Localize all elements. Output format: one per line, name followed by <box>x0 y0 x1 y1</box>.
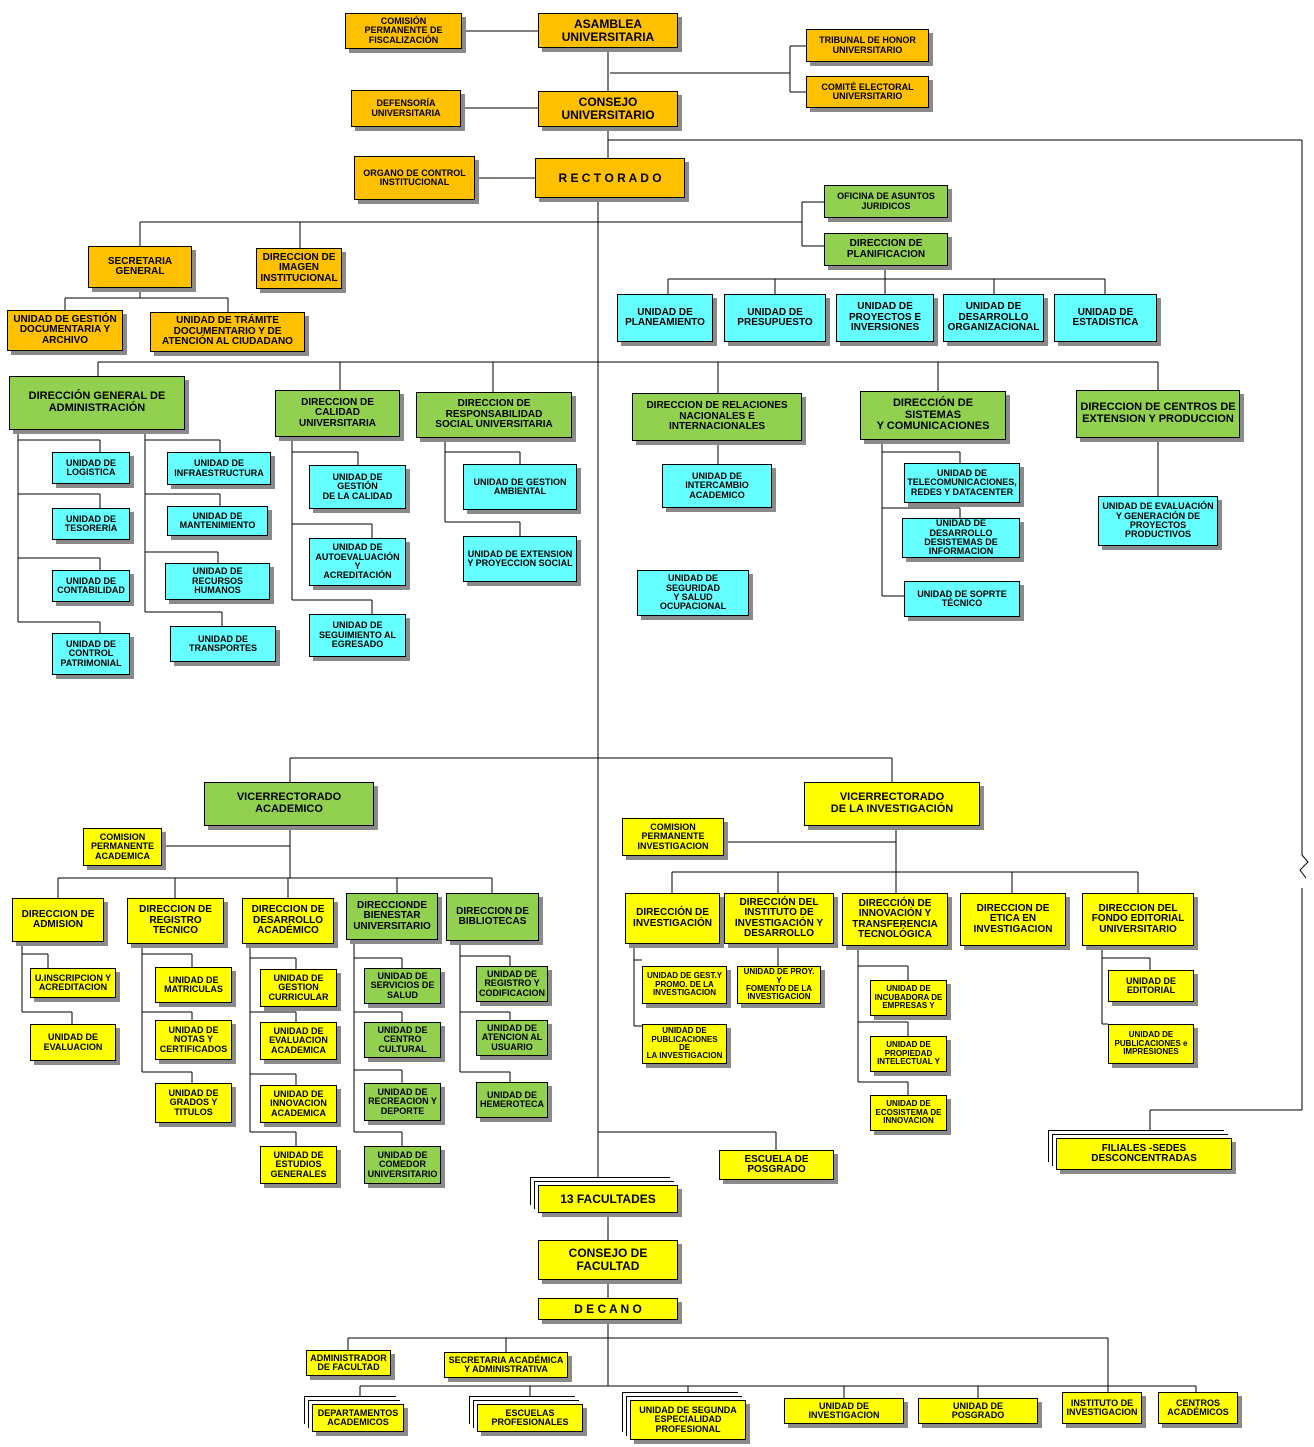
direccion-admision-box: DIRECCION DE ADMISION <box>12 898 104 942</box>
instituto-investigacion-facultad-box: INSTITUTO DE INVESTIGACION <box>1062 1392 1142 1424</box>
gestion-documentaria-box: UNIDAD DE GESTIÓN DOCUMENTARIA Y ARCHIVO <box>7 310 123 351</box>
recreacion-deporte-box: UNIDAD DE RECREACION Y DEPORTE <box>364 1083 441 1121</box>
imagen-institucional-box: DIRECCION DE IMAGEN INSTITUCIONAL <box>256 248 342 289</box>
bibliotecas-box: DIRECCION DE BIBLIOTECAS <box>446 893 539 941</box>
registro-codificacion-box: UNIDAD DE REGISTRO Y CODIFICACION <box>476 966 548 1002</box>
proyectos-fomento-box: UNIDAD DE PROY. Y FOMENTO DE LA INVESTIG… <box>737 966 821 1004</box>
direccion-general-administracion-box: DIRECCIÓN GENERAL DE ADMINISTRACIÓN <box>9 376 185 430</box>
contabilidad-box: UNIDAD DE CONTABILIDAD <box>52 570 130 602</box>
asamblea-universitaria-box: ASAMBLEA UNIVERSITARIA <box>538 13 678 48</box>
desarrollo-sistemas-box: UNIDAD DE DESARROLLO DESISTEMAS DE INFOR… <box>902 518 1020 558</box>
secretaria-academica-box: SECRETARIA ACADÉMICA Y ADMINISTRATIVA <box>444 1352 568 1378</box>
inscripcion-acreditacion-box: U.INSCRIPCION Y ACREDITACION <box>30 968 116 998</box>
comision-investigacion-box: COMISION PERMANENTE INVESTIGACION <box>622 818 724 856</box>
etica-investigacion-box: DIRECCION DE ETICA EN INVESTIGACION <box>960 893 1066 946</box>
centro-cultural-box: UNIDAD DE CENTRO CULTURAL <box>364 1022 441 1058</box>
publicaciones-impresiones-box: UNIDAD DE PUBLICACIONES e IMPRESIONES <box>1108 1024 1194 1064</box>
direccion-investigacion-box: DIRECCIÓN DE INVESTIGACIÓN <box>625 893 720 944</box>
infraestructura-box: UNIDAD DE INFRAESTRUCTURA <box>167 452 271 485</box>
desarrollo-organizacional-box: UNIDAD DE DESARROLLO ORGANIZACIONAL <box>943 294 1044 342</box>
organo-control-box: ORGANO DE CONTROL INSTITUCIONAL <box>354 156 475 200</box>
ecosistema-innovacion-box: UNIDAD DE ECOSISTEMA DE INNOVACION <box>870 1095 947 1131</box>
segunda-especialidad-box: UNIDAD DE SEGUNDA ESPECIALIDAD PROFESION… <box>630 1400 746 1440</box>
atencion-usuario-box: UNIDAD DE ATENCION AL USUARIO <box>476 1020 548 1056</box>
registro-tecnico-box: DIRECCION DE REGISTRO TECNICO <box>127 898 224 944</box>
comision-academica-box: COMISION PERMANENTE ACADEMICA <box>83 828 162 866</box>
sistemas-comunicaciones-box: DIRECCIÓN DE SISTEMAS Y COMUNICACIONES <box>860 391 1006 440</box>
control-patrimonial-box: UNIDAD DE CONTROL PATRIMONIAL <box>52 633 130 675</box>
soporte-tecnico-box: UNIDAD DE SOPRTE TÉCNICO <box>904 581 1020 617</box>
rectorado-box: R E C T O R A D O <box>535 158 685 198</box>
calidad-universitaria-box: DIRECCION DE CALIDAD UNIVERSITARIA <box>275 390 400 437</box>
comision-fiscalizacion-box: COMISIÓN PERMANENTE DE FISCALIZACIÓN <box>345 13 462 49</box>
gestion-promocion-box: UNIDAD DE GEST.Y PROMO. DE LA INVESTIGAC… <box>642 966 727 1004</box>
logistica-box: UNIDAD DE LOGISTICA <box>52 452 130 484</box>
consejo-facultad-box: CONSEJO DE FACULTAD <box>538 1240 678 1280</box>
planificacion-box: DIRECCION DE PLANIFICACION <box>824 233 948 266</box>
filiales-sedes-box: FILIALES -SEDES DESCONCENTRADAS <box>1056 1138 1232 1170</box>
evaluacion-academica-box: UNIDAD DE EVALUACION ACADEMICA <box>260 1022 337 1060</box>
fondo-editorial-box: DIRECCION DEL FONDO EDITORIAL UNIVERSITA… <box>1082 893 1194 946</box>
consejo-universitario-box: CONSEJO UNIVERSITARIO <box>538 91 678 127</box>
presupuesto-box: UNIDAD DE PRESUPUESTO <box>724 294 826 342</box>
unidad-investigacion-facultad-box: UNIDAD DE INVESTIGACION <box>784 1398 904 1424</box>
hemeroteca-box: UNIDAD DE HEMEROTECA <box>476 1082 548 1118</box>
vicerrectorado-academico-box: VICERRECTORADO ACADEMICO <box>204 782 374 826</box>
intercambio-academico-box: UNIDAD DE INTERCAMBIO ACADEMICO <box>662 464 772 508</box>
seguimiento-egresado-box: UNIDAD DE SEGUIMIENTO AL EGRESADO <box>309 614 406 657</box>
propiedad-intelectual-box: UNIDAD DE PROPIEDAD INTELECTUAL Y <box>870 1036 947 1072</box>
departamentos-academicos-box: DEPARTAMENTOS ACADEMICOS <box>312 1404 404 1432</box>
gestion-curricular-box: UNIDAD DE GESTION CURRICULAR <box>260 969 337 1007</box>
responsabilidad-social-box: DIRECCION DE RESPONSABILIDAD SOCIAL UNIV… <box>416 392 572 438</box>
tribunal-honor-box: TRIBUNAL DE HONOR UNIVERSITARIO <box>806 29 929 62</box>
gestion-ambiental-box: UNIDAD DE GESTION AMBIENTAL <box>463 464 577 510</box>
vicerrectorado-investigacion-box: VICERRECTORADO DE LA INVESTIGACIÓN <box>804 782 980 826</box>
defensoria-box: DEFENSORÍA UNIVERSITARIA <box>351 90 461 127</box>
relaciones-nacionales-box: DIRECCION DE RELACIONES NACIONALES E INT… <box>632 393 802 441</box>
autoevaluacion-box: UNIDAD DE AUTOEVALUACIÓN Y ACREDITACIÓN <box>309 538 406 586</box>
comedor-universitario-box: UNIDAD DE COMEDOR UNIVERSITARIO <box>364 1146 441 1184</box>
matriculas-box: UNIDAD DE MATRICULAS <box>155 967 232 1003</box>
gestion-calidad-box: UNIDAD DE GESTIÓN DE LA CALIDAD <box>309 465 406 509</box>
mantenimiento-box: UNIDAD DE MANTENIMIENTO <box>167 506 268 536</box>
publicaciones-investigacion-box: UNIDAD DE PUBLICACIONES DE LA INVESTIGAC… <box>642 1024 727 1064</box>
asuntos-juridicos-box: OFICINA DE ASUNTOS JURIDICOS <box>824 185 948 218</box>
seguridad-salud-box: UNIDAD DE SEGURIDAD Y SALUD OCUPACIONAL <box>637 570 749 616</box>
unidad-posgrado-box: UNIDAD DE POSGRADO <box>918 1398 1038 1424</box>
editorial-box: UNIDAD DE EDITORIAL <box>1108 970 1194 1002</box>
innovacion-transferencia-box: DIRECCIÓN DE INNOVACIÓN Y TRANSFERENCIA … <box>842 893 948 946</box>
estadistica-box: UNIDAD DE ESTADISTICA <box>1054 294 1157 342</box>
proyectos-inversiones-box: UNIDAD DE PROYECTOS E INVERSIONES <box>836 294 934 342</box>
extension-proyeccion-box: UNIDAD DE EXTENSION Y PROYECCION SOCIAL <box>463 536 577 582</box>
centros-academicos-box: CENTROS ACADÉMICOS <box>1158 1392 1238 1424</box>
recursos-humanos-box: UNIDAD DE RECURSOS HUMANOS <box>165 563 270 600</box>
trece-facultades-box: 13 FACULTADES <box>538 1185 678 1213</box>
instituto-investigacion-box: DIRECCIÓN DEL INSTITUTO DE INVESTIGACIÓN… <box>724 893 834 944</box>
escuela-posgrado-box: ESCUELA DE POSGRADO <box>719 1150 834 1180</box>
unidad-evaluacion-box: UNIDAD DE EVALUACION <box>30 1024 116 1061</box>
grados-titulos-box: UNIDAD DE GRADOS Y TITULOS <box>155 1083 232 1123</box>
notas-certificados-box: UNIDAD DE NOTAS Y CERTIFICADOS <box>155 1020 232 1060</box>
bienestar-universitario-box: DIRECCIONDE BIENESTAR UNIVERSITARIO <box>346 893 438 940</box>
planeamiento-box: UNIDAD DE PLANEAMIENTO <box>617 294 713 342</box>
estudios-generales-box: UNIDAD DE ESTUDIOS GENERALES <box>260 1146 337 1184</box>
incubadora-empresas-box: UNIDAD DE INCUBADORA DE EMPRESAS Y <box>870 980 947 1016</box>
decano-box: D E C A N O <box>538 1298 678 1320</box>
centros-extension-box: DIRECCION DE CENTROS DE EXTENSION Y PROD… <box>1076 390 1240 438</box>
telecomunicaciones-box: UNIDAD DE TELECOMUNICACIONES, REDES Y DA… <box>904 463 1020 503</box>
tramite-documentario-box: UNIDAD DE TRÁMITE DOCUMENTARIO Y DE ATEN… <box>150 312 305 352</box>
innovacion-academica-box: UNIDAD DE INNOVACION ACADEMICA <box>260 1085 337 1123</box>
comite-electoral-box: COMITÉ ELECTORAL UNIVERSITARIO <box>806 76 929 108</box>
servicios-salud-box: UNIDAD DE SERVICIOS DE SALUD <box>364 968 441 1004</box>
transportes-box: UNIDAD DE TRANSPORTES <box>170 626 276 662</box>
administrador-facultad-box: ADMINISTRADOR DE FACULTAD <box>306 1350 391 1376</box>
desarrollo-academico-box: DIRECCION DE DESARROLLO ACADÉMICO <box>242 898 334 944</box>
secretaria-general-box: SECRETARIA GENERAL <box>88 246 192 288</box>
escuelas-profesionales-box: ESCUELAS PROFESIONALES <box>477 1404 583 1432</box>
evaluacion-proyectos-box: UNIDAD DE EVALUACIÓN Y GENERACIÓN DE PRO… <box>1098 496 1218 546</box>
tesoreria-box: UNIDAD DE TESORERIA <box>52 508 130 540</box>
